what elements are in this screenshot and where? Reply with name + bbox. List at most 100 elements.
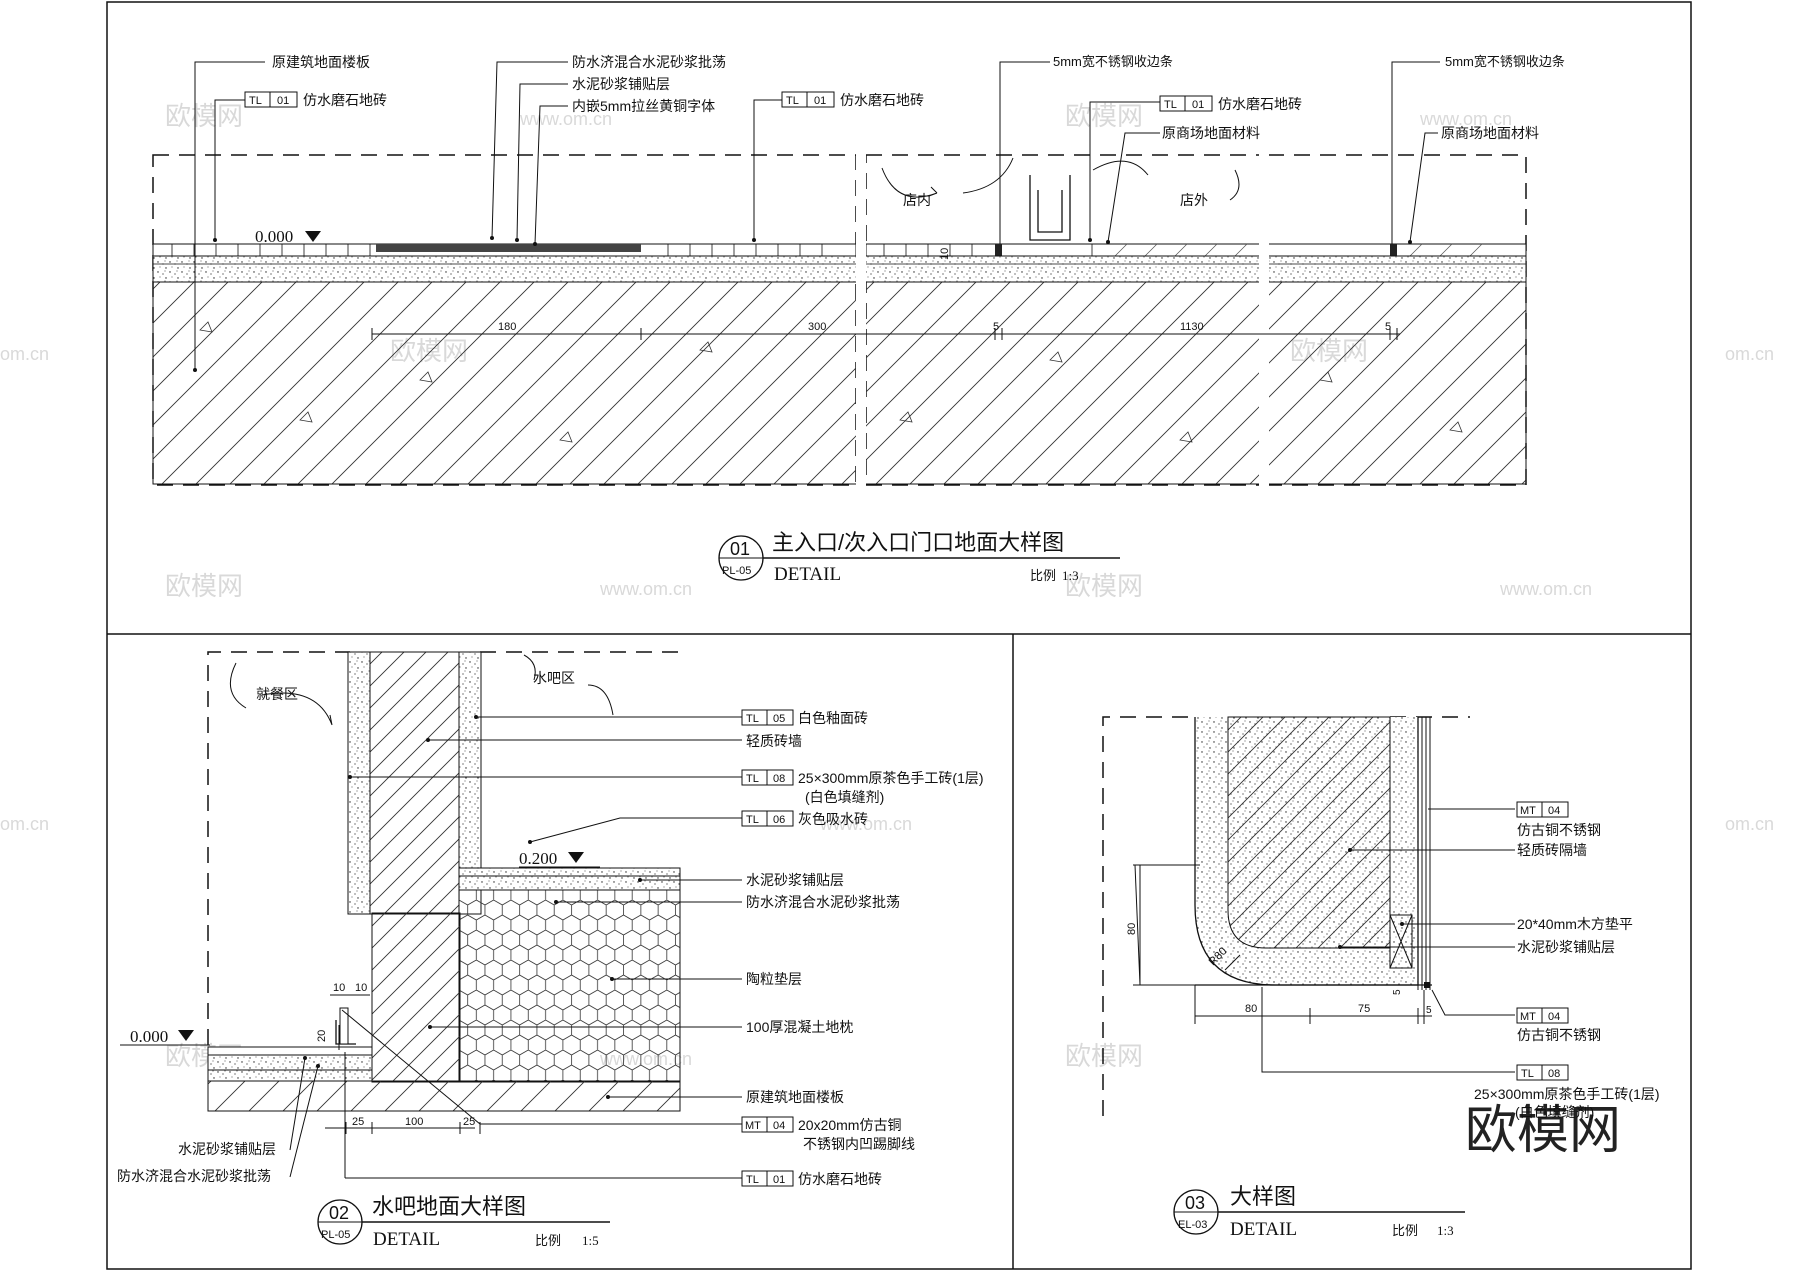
label-mall-floor: 原商场地面材料 [1162, 125, 1260, 141]
watermark-logo: 欧模网 [1465, 1102, 1621, 1160]
dim-180: 180 [498, 321, 516, 333]
label-light-brick-partition: 轻质砖隔墙 [1517, 842, 1587, 858]
label-tile-obscured-note: (白色填缝剂) [1515, 1104, 1594, 1120]
watermark-url: om.cn [0, 814, 49, 834]
label-waterproof-mortar: 防水济混合水泥砂浆批荡 [746, 894, 900, 910]
level-0000: 0.000 [255, 227, 293, 246]
dim-80: 80 [1245, 1003, 1257, 1015]
watermark-url: om.cn [1725, 814, 1774, 834]
tag-tl: TL [1164, 99, 1177, 111]
watermark-url: om.cn [0, 344, 49, 364]
label-concrete-sill: 100厚混凝土地枕 [746, 1019, 853, 1035]
detail-02: 就餐区 水吧区 0.200 0.000 25 100 25 10 10 20 [117, 651, 984, 1250]
label-light-brick-wall: 轻质砖墙 [746, 733, 802, 749]
tag-code: 04 [773, 1120, 785, 1132]
title-block-02: 02 PL-05 水吧地面大样图 DETAIL 比例 1:5 [317, 1194, 610, 1250]
label-terrazzo-tile: 仿水磨石地砖 [1218, 96, 1302, 112]
tag-tl: TL [746, 814, 759, 826]
title-name: 大样图 [1230, 1184, 1296, 1209]
label-terrazzo-tile: 仿水磨石地砖 [840, 92, 924, 108]
watermark-brand: 欧模网 [1065, 101, 1143, 131]
dimension-line-02 [325, 994, 481, 1134]
scale-label: 比例 [535, 1233, 561, 1248]
tag-tl: TL [746, 773, 759, 785]
labels-02: TL 05 白色釉面砖 轻质砖墙 TL 08 25×300mm原茶色手工砖(1层… [117, 709, 984, 1187]
label-handmade-tile-note: (白色填缝剂) [805, 789, 884, 805]
tag-mt: MT [745, 1120, 761, 1132]
title-sheet: PL-05 [722, 565, 751, 577]
tag-tl: TL [746, 713, 759, 725]
dim-80: 80 [1126, 923, 1138, 935]
level-0000: 0.000 [130, 1027, 168, 1046]
level-marker-icon [178, 1030, 194, 1041]
label-skirting-2: 不锈钢内凹踢脚线 [803, 1136, 915, 1152]
dim-300: 300 [808, 321, 826, 333]
label-waterproof-mortar: 防水济混合水泥砂浆批荡 [572, 54, 726, 70]
watermark-url: om.cn [1725, 344, 1774, 364]
watermark-brand: 欧模网 [1065, 571, 1143, 601]
label-orig-floor-slab: 原建筑地面楼板 [272, 54, 370, 70]
dim-10: 10 [939, 248, 951, 260]
zone-dining: 就餐区 [256, 686, 298, 702]
tag-tl: TL [1521, 1068, 1534, 1080]
tag-code: 05 [773, 713, 785, 725]
title-number: 01 [730, 539, 750, 559]
label-cement-bed: 水泥砂浆铺贴层 [572, 76, 670, 92]
dim-10: 10 [333, 982, 345, 994]
label-mall-floor: 原商场地面材料 [1441, 125, 1539, 141]
labels-03: MT 04 仿古铜不锈钢 轻质砖隔墙 20*40mm木方垫平 水泥砂浆铺贴层 M… [1474, 801, 1660, 1120]
watermark-brand: 欧模网 [1065, 1041, 1143, 1071]
dim-5: 5 [993, 321, 999, 333]
tag-tl: TL [786, 95, 799, 107]
label-ceramsite: 陶粒垫层 [746, 971, 802, 987]
label-wood-shim: 20*40mm木方垫平 [1517, 916, 1633, 932]
scale-value: 1:5 [582, 1233, 599, 1248]
title-number: 03 [1185, 1193, 1205, 1213]
zone-outside: 店外 [1180, 192, 1208, 208]
label-bronze-ss: 仿古铜不锈钢 [1517, 1027, 1601, 1043]
label-cement-bed: 水泥砂浆铺贴层 [746, 872, 844, 888]
detail-03: 80 R80 80 75 5 5 MT 04 仿古铜不锈钢 轻质砖隔墙 20*4… [1102, 716, 1660, 1240]
title-number: 02 [329, 1203, 349, 1223]
label-tile-obscured: 25×300mm原茶色手工砖(1层) [1474, 1086, 1660, 1102]
tag-code: 08 [773, 773, 785, 785]
title-block-01: 01 PL-05 主入口/次入口门口地面大样图 DETAIL 比例 1:3 [718, 530, 1120, 585]
tag-code: 01 [1192, 99, 1204, 111]
tag-code: 06 [773, 814, 785, 826]
watermark-brand: 欧模网 [165, 101, 243, 131]
title-detail: DETAIL [774, 564, 841, 585]
scale-label: 比例 [1030, 568, 1056, 583]
title-detail: DETAIL [1230, 1219, 1297, 1240]
tag-code: 08 [1548, 1068, 1560, 1080]
zone-inside: 店内 [903, 192, 931, 208]
label-terrazzo-tile: 仿水磨石地砖 [798, 1171, 882, 1187]
title-sheet: PL-05 [321, 1229, 350, 1241]
label-orig-floor-slab: 原建筑地面楼板 [746, 1089, 844, 1105]
dimension-line-01 [371, 328, 1400, 340]
dim-10: 10 [355, 982, 367, 994]
tag-code: 04 [1548, 1011, 1560, 1023]
tag-tl: TL [249, 95, 262, 107]
title-sheet: EL-03 [1178, 1219, 1207, 1231]
watermark-url: www.om.cn [1419, 109, 1512, 129]
title-detail: DETAIL [373, 1229, 440, 1250]
scale-value: 1:3 [1437, 1223, 1454, 1238]
label-terrazzo-tile: 仿水磨石地砖 [303, 92, 387, 108]
detail-01-section [152, 150, 1527, 490]
leaders-02 [289, 716, 742, 1179]
tag-code: 01 [814, 95, 826, 107]
title-block-03: 03 EL-03 大样图 DETAIL 比例 1:3 [1173, 1184, 1465, 1240]
label-ss-strip: 5mm宽不锈钢收边条 [1053, 54, 1173, 69]
watermark-brand: 欧模网 [165, 571, 243, 601]
watermark-url: www.om.cn [599, 579, 692, 599]
label-brass-letters: 内嵌5mm拉丝黄铜字体 [572, 98, 715, 114]
leaders-01 [194, 61, 1440, 370]
watermark-url: www.om.cn [519, 109, 612, 129]
tag-tl: TL [746, 1174, 759, 1186]
dimension-line-03 [1133, 864, 1432, 1024]
label-left-waterproof: 防水济混合水泥砂浆批荡 [117, 1168, 271, 1184]
label-handmade-tile: 25×300mm原茶色手工砖(1层) [798, 770, 984, 786]
label-left-cement-bed: 水泥砂浆铺贴层 [178, 1141, 276, 1157]
watermark-url: www.om.cn [819, 814, 912, 834]
